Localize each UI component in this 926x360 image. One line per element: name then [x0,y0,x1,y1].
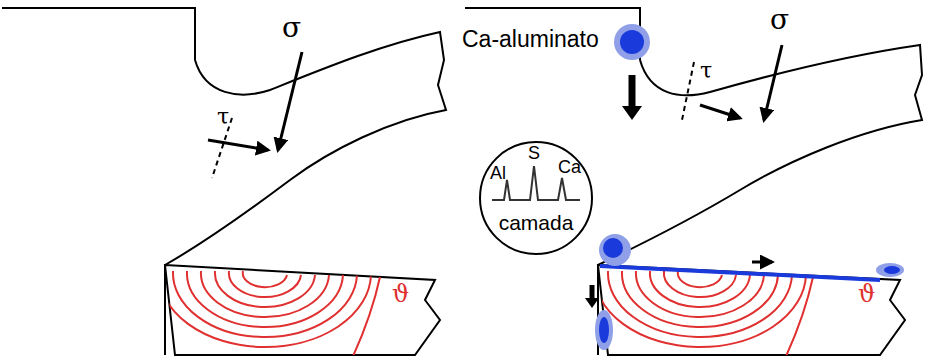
inclusions [585,24,904,350]
element-peak-label: Al [490,164,506,182]
theta-label: ϑ [858,282,875,306]
tau-label: τ [700,60,712,82]
tool [598,265,905,355]
sigma-arrow [278,52,302,150]
right-panel [465,8,922,360]
deposit-layer [600,266,880,280]
element-peak-label: S [528,144,540,162]
sigma-label: σ [282,14,301,42]
left-panel [2,8,446,360]
sigma-arrow [764,45,782,120]
theta-label: ϑ [392,282,409,306]
element-peak-label: Ca [558,158,581,176]
tau-label: τ [217,106,229,128]
chip [165,32,446,265]
tau-arrow [208,140,268,150]
layer-label: camada [499,212,574,233]
flow-arrow [752,261,772,264]
shear-plane [682,62,694,120]
inclusion-label: Ca-aluminato [462,28,599,51]
spectrum-inset: Al S Ca camada [478,140,594,256]
workpiece [2,8,195,355]
sigma-label: σ [770,6,789,34]
chip [598,45,922,265]
tau-arrow [700,105,740,118]
